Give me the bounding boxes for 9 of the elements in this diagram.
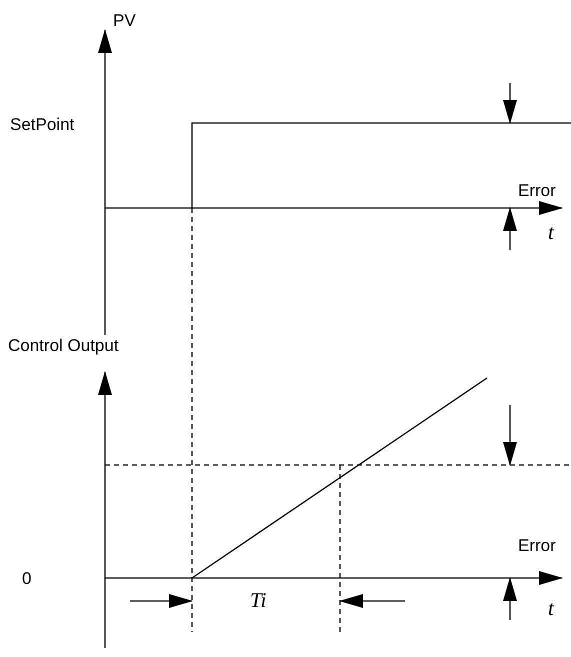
error-label: Error <box>518 182 556 199</box>
setpoint-label: SetPoint <box>10 116 74 133</box>
axis-label: PV <box>113 12 136 29</box>
time-constant-label: Ti <box>250 590 266 611</box>
error-label: Error <box>518 537 556 554</box>
axis-label: t <box>548 598 554 619</box>
tick-label: 0 <box>22 570 32 587</box>
axis-label: t <box>548 222 554 243</box>
axis-label: Control Output <box>8 337 119 354</box>
